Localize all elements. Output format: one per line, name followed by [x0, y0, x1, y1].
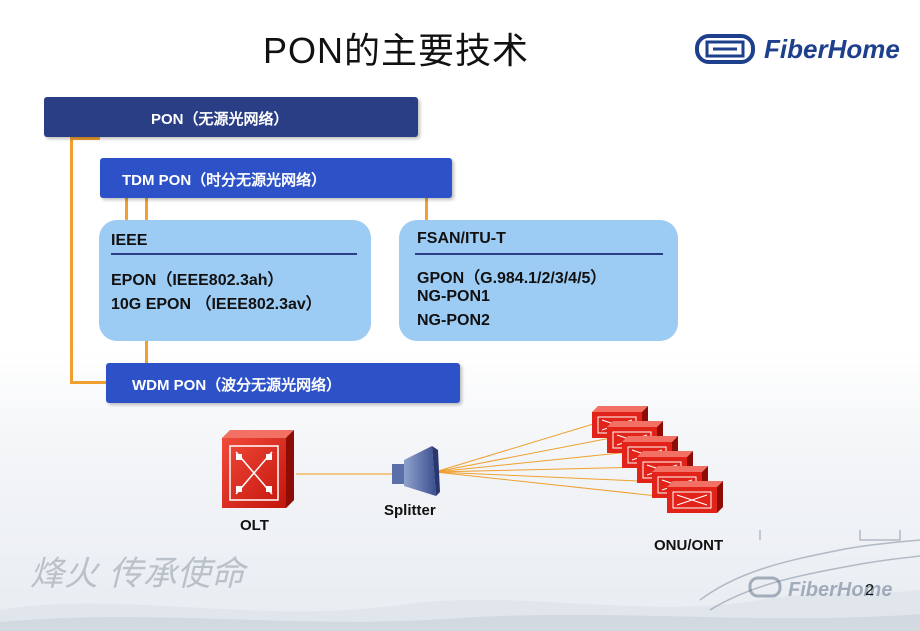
connector-line: [145, 340, 148, 364]
tdm-pon-box: TDM PON（时分无源光网络）: [100, 158, 452, 198]
olt-device-icon: [222, 430, 294, 508]
fsan-item: NG-PON1: [417, 288, 490, 305]
ieee-item: EPON（IEEE802.3ah）: [111, 272, 284, 289]
connector-line: [125, 197, 128, 223]
ieee-box: IEEE EPON（IEEE802.3ah） 10G EPON （IEEE802…: [99, 220, 371, 341]
fiberhome-watermark-icon: FiberHome: [748, 576, 892, 601]
decorative-background: 烽火 传承使命 FiberHome: [0, 530, 920, 631]
onu-device-group: [592, 406, 723, 513]
fsan-heading: FSAN/ITU-T: [417, 230, 506, 247]
page-number: 2: [865, 582, 874, 599]
ieee-rule: [111, 253, 357, 255]
onu-device-icon: [667, 481, 723, 513]
connector-line: [70, 137, 100, 140]
fsan-item: NG-PON2: [417, 312, 490, 329]
page-title: PON的主要技术: [263, 30, 530, 71]
onu-label: ONU/ONT: [654, 537, 724, 554]
wdm-pon-label: WDM PON（波分无源光网络）: [132, 377, 342, 394]
splitter-icon: [392, 446, 440, 496]
distribution-fibers: [434, 421, 677, 499]
pon-network-diagram: [222, 406, 723, 513]
calligraphy-watermark: 烽火 传承使命: [30, 554, 249, 594]
brand-name: FiberHome: [764, 34, 900, 64]
connector-line: [70, 137, 73, 383]
ieee-heading: IEEE: [111, 232, 148, 249]
olt-label: OLT: [240, 517, 269, 534]
tdm-pon-label: TDM PON（时分无源光网络）: [122, 172, 327, 189]
pon-box: PON（无源光网络）: [44, 97, 418, 137]
fsan-rule: [415, 253, 663, 255]
pon-label: PON（无源光网络）: [151, 111, 289, 128]
fiberhome-logo-icon: [695, 34, 755, 64]
fsan-box: FSAN/ITU-T GPON（G.984.1/2/3/4/5） NG-PON1…: [399, 220, 678, 341]
connector-line: [145, 197, 148, 223]
great-wall-icon: [699, 530, 920, 611]
ieee-item: 10G EPON （IEEE802.3av）: [111, 296, 322, 313]
connector-line: [425, 197, 428, 221]
svg-text:FiberHome: FiberHome: [788, 579, 892, 601]
wdm-pon-box: WDM PON（波分无源光网络）: [106, 363, 460, 403]
connector-line: [70, 381, 108, 384]
fsan-item: GPON（G.984.1/2/3/4/5）: [417, 270, 607, 287]
splitter-label: Splitter: [384, 502, 436, 519]
